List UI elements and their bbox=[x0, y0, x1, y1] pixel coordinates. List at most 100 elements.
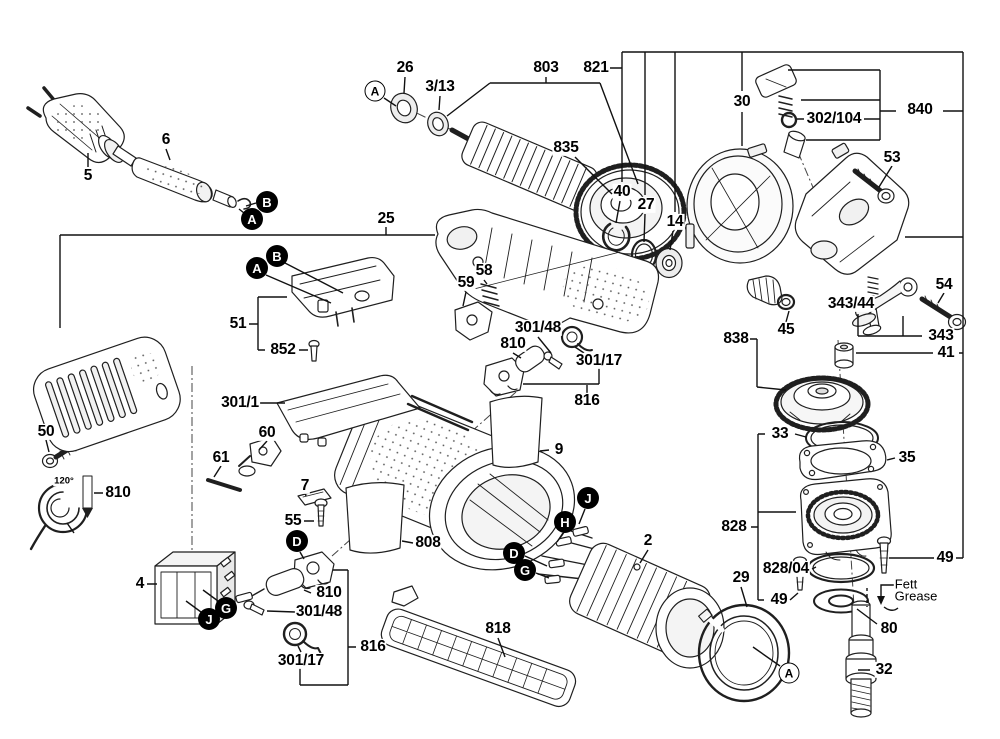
callout-j: J bbox=[577, 487, 599, 509]
power-plug bbox=[26, 86, 137, 167]
screw-53 bbox=[852, 168, 895, 204]
screw-301-48-bottom bbox=[243, 600, 265, 616]
part-label-25: 25 bbox=[376, 209, 396, 228]
callout-d: D bbox=[286, 530, 308, 552]
bearing-flange-828 bbox=[799, 478, 892, 561]
adjust-knob-45 bbox=[746, 275, 796, 311]
part-label-3-13: 3/13 bbox=[424, 77, 456, 96]
washer-80 bbox=[813, 588, 869, 614]
part-label-60: 60 bbox=[257, 423, 277, 442]
cover-ring-29 bbox=[697, 603, 791, 703]
callout-j: J bbox=[198, 608, 220, 630]
callout-d: D bbox=[503, 542, 525, 564]
callout-g: G bbox=[215, 597, 237, 619]
motor-cover-shell bbox=[33, 336, 181, 453]
cable-clamp-60 bbox=[238, 436, 282, 477]
part-label-9: 9 bbox=[553, 440, 565, 459]
part-label-810: 810 bbox=[315, 583, 343, 602]
part-label-810: 810 bbox=[104, 483, 132, 502]
part-label-301-1: 301/1 bbox=[220, 393, 260, 412]
part-label-816: 816 bbox=[359, 637, 387, 656]
part-label-852: 852 bbox=[269, 340, 297, 359]
part-label-301-17: 301/17 bbox=[276, 651, 326, 670]
part-label-59: 59 bbox=[456, 273, 476, 292]
screw-301-48-top bbox=[543, 351, 563, 370]
part-label-4: 4 bbox=[134, 574, 146, 593]
brush-plate-51 bbox=[291, 256, 395, 327]
handle-base-818 bbox=[380, 585, 577, 708]
part-label-301-48: 301/48 bbox=[513, 318, 563, 337]
part-label-33: 33 bbox=[770, 424, 790, 443]
part-label-808: 808 bbox=[414, 533, 442, 552]
part-label-54: 54 bbox=[934, 275, 954, 294]
part-label-30: 30 bbox=[732, 92, 752, 111]
bearing-14 bbox=[655, 247, 683, 279]
bearing-26 bbox=[390, 92, 418, 124]
grease-arrowhead bbox=[877, 596, 885, 605]
grommet-301-17-bottom bbox=[282, 621, 323, 657]
note-120-: 120° bbox=[53, 475, 75, 487]
part-label-803: 803 bbox=[532, 58, 560, 77]
part-label-45: 45 bbox=[776, 320, 796, 339]
part-label-50: 50 bbox=[36, 422, 56, 441]
leader-lines bbox=[45, 51, 964, 686]
part-label-51: 51 bbox=[228, 314, 248, 333]
part-label-343-44: 343/44 bbox=[826, 294, 876, 313]
part-label-821: 821 bbox=[582, 58, 610, 77]
bushing-41 bbox=[834, 342, 854, 369]
clamp-59 bbox=[454, 301, 493, 341]
part-label-343: 343 bbox=[927, 326, 955, 345]
callout-h: H bbox=[554, 511, 576, 533]
part-label-40: 40 bbox=[612, 182, 632, 201]
part-label-302-104: 302/104 bbox=[805, 109, 863, 128]
spindle-32 bbox=[845, 600, 877, 718]
armature bbox=[449, 121, 737, 262]
stator-2 bbox=[537, 525, 725, 669]
callout-g: G bbox=[514, 559, 536, 581]
part-label-41: 41 bbox=[936, 343, 956, 362]
part-label-29: 29 bbox=[731, 568, 751, 587]
part-label-26: 26 bbox=[395, 58, 415, 77]
part-label-816: 816 bbox=[573, 391, 601, 410]
insulation-panel-808 bbox=[345, 482, 405, 554]
part-label-49: 49 bbox=[935, 548, 955, 567]
guard-cover-30 bbox=[685, 143, 794, 264]
spindle-lock-parts bbox=[755, 64, 806, 159]
part-label-7: 7 bbox=[299, 476, 311, 495]
part-label-835: 835 bbox=[552, 138, 580, 157]
part-label-53: 53 bbox=[882, 148, 902, 167]
slide-plate-301-1 bbox=[276, 374, 474, 447]
screw-54 bbox=[919, 295, 967, 331]
callout-outline-a: A bbox=[364, 80, 386, 102]
note-grease: Grease bbox=[893, 588, 939, 604]
callout-b: B bbox=[256, 191, 278, 213]
part-label-58: 58 bbox=[474, 261, 494, 280]
circlip-40 bbox=[601, 222, 631, 252]
part-label-301-48: 301/48 bbox=[294, 602, 344, 621]
part-label-840: 840 bbox=[906, 100, 934, 119]
capacitor-810-bottom bbox=[235, 568, 305, 604]
part-label-301-17: 301/17 bbox=[574, 351, 624, 370]
part-label-828: 828 bbox=[720, 517, 748, 536]
part-label-49: 49 bbox=[769, 590, 789, 609]
part-label-35: 35 bbox=[897, 448, 917, 467]
part-label-61: 61 bbox=[211, 448, 231, 467]
top-housing-shell bbox=[435, 208, 660, 334]
part-label-828-04: 828/04 bbox=[761, 559, 811, 578]
part-label-32: 32 bbox=[874, 660, 894, 679]
part-label-810: 810 bbox=[499, 334, 527, 353]
part-label-27: 27 bbox=[636, 195, 656, 214]
insulation-panel-9 bbox=[489, 395, 543, 468]
callout-a: A bbox=[246, 257, 268, 279]
callout-a: A bbox=[241, 208, 263, 230]
spring-band-810-left bbox=[29, 475, 93, 551]
part-label-818: 818 bbox=[484, 619, 512, 638]
bearing-3-13 bbox=[427, 111, 449, 137]
screw-852 bbox=[308, 339, 320, 362]
part-label-14: 14 bbox=[665, 212, 685, 231]
part-label-6: 6 bbox=[160, 130, 172, 149]
spring-58 bbox=[480, 283, 500, 307]
